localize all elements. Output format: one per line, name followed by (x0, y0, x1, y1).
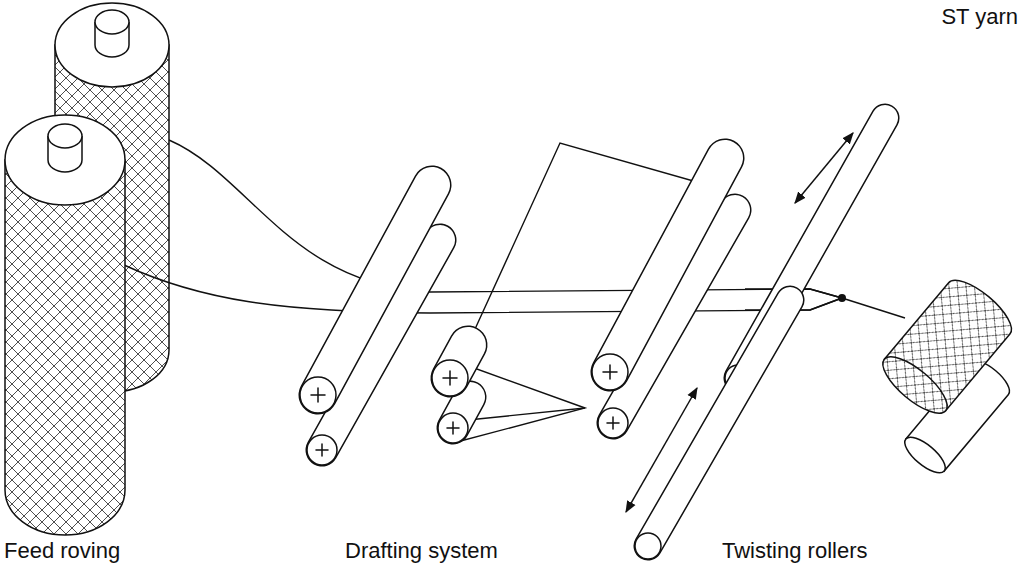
convergence-point (838, 294, 846, 302)
motion-arrow (626, 133, 853, 512)
drafting-roller (300, 185, 440, 465)
twisting-roller (635, 118, 885, 559)
part-label: Twisting rollers (720, 538, 869, 564)
feed-bobbin (5, 115, 125, 535)
drafting-roller (432, 345, 470, 443)
part-label: Drafting system (343, 538, 500, 564)
yarn-package (875, 271, 1020, 422)
part-label: Feed roving (2, 538, 122, 564)
drafting-roller (592, 158, 735, 438)
part-label: ST yarn (939, 4, 1020, 30)
